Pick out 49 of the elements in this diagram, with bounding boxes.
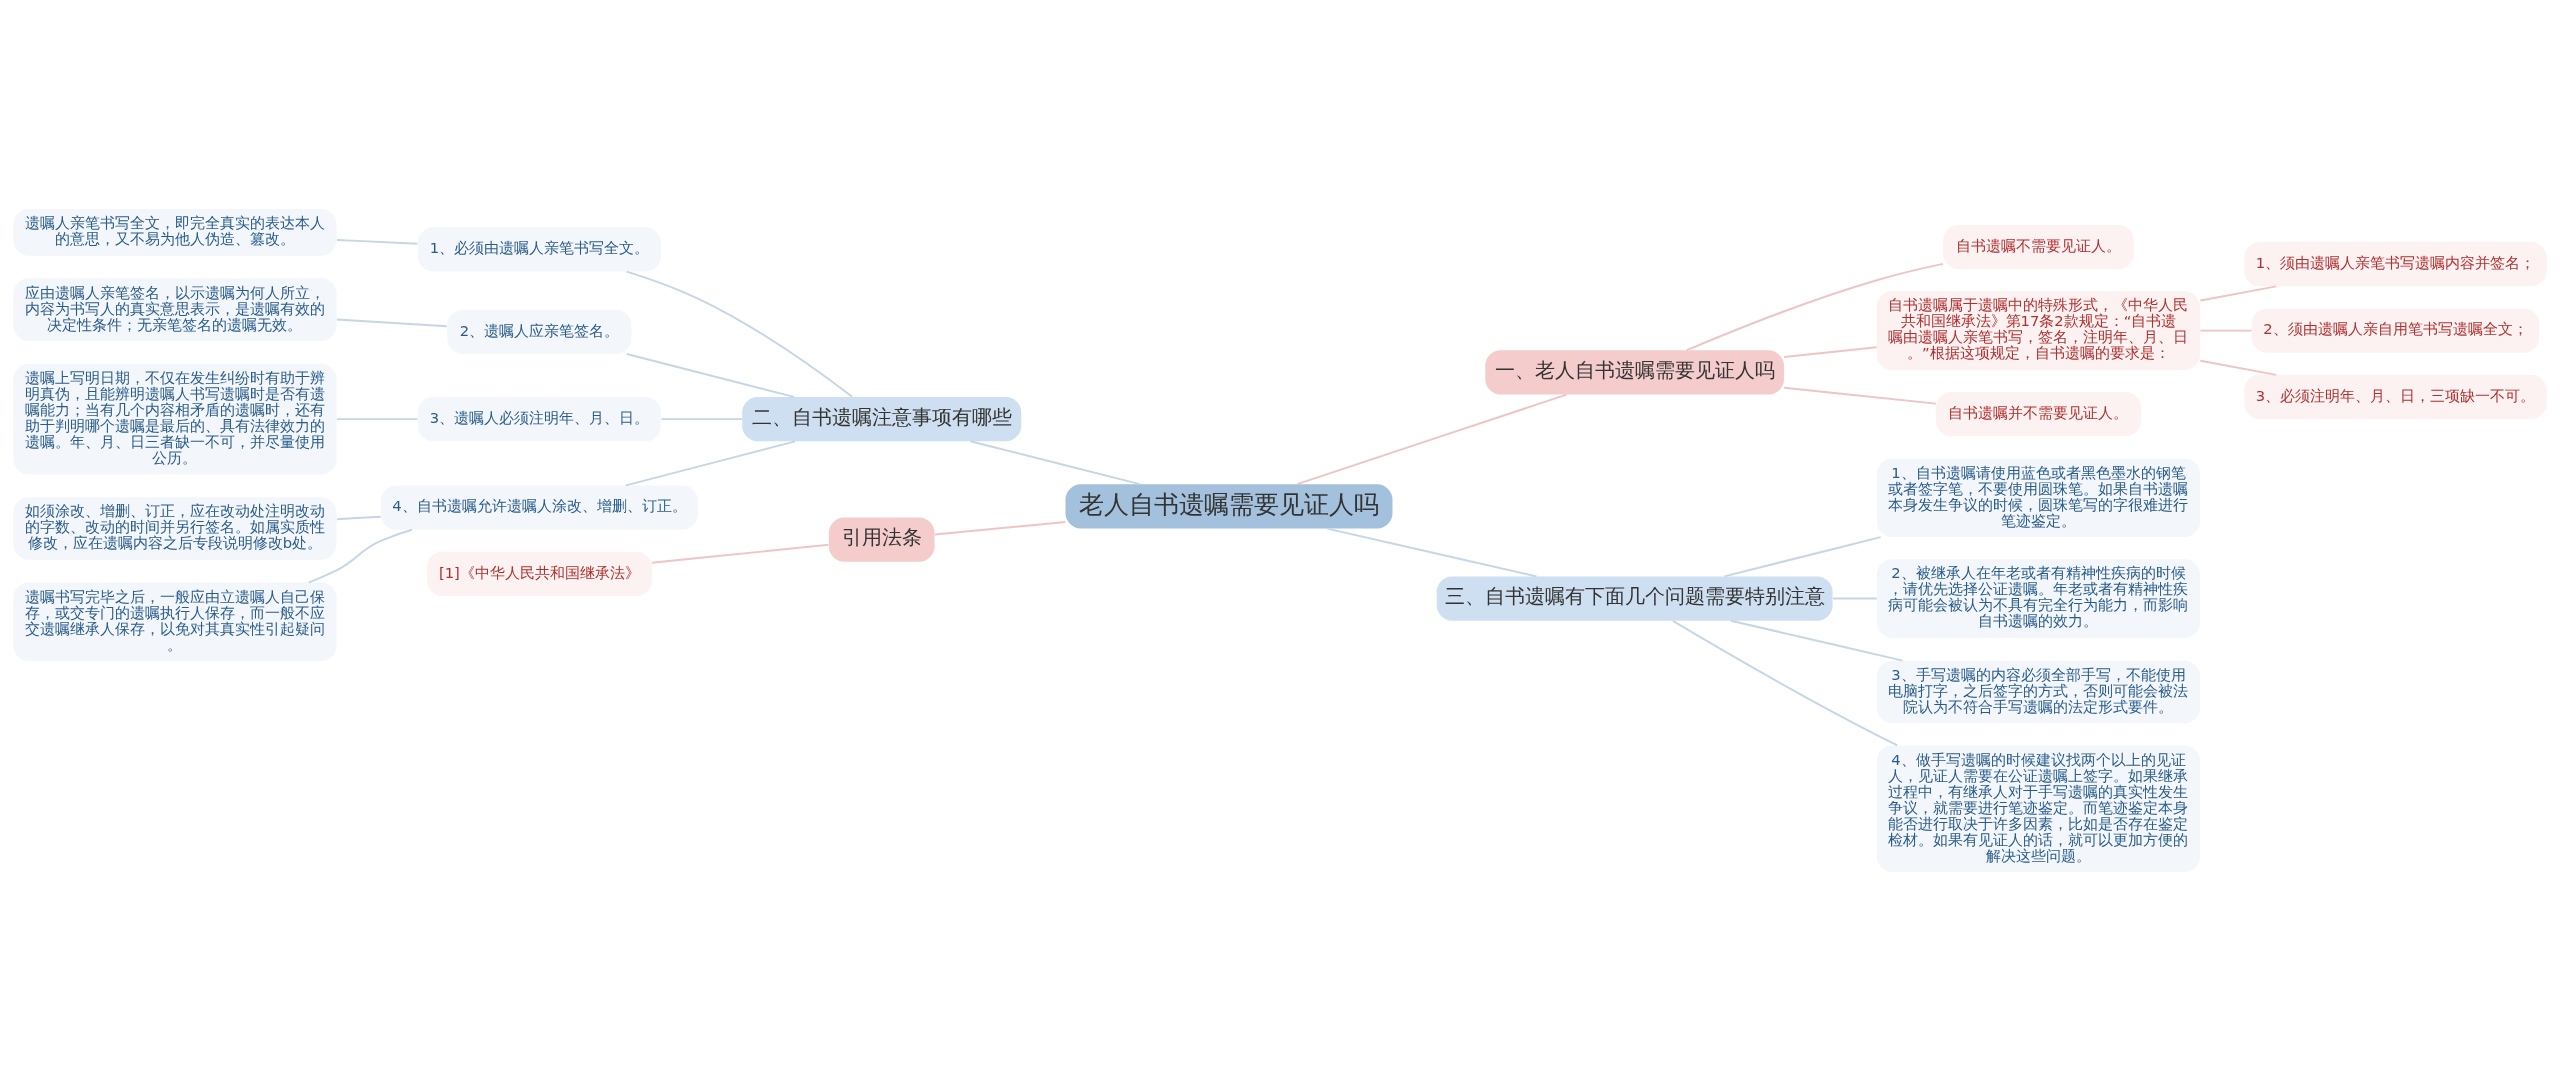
- connector: [933, 521, 1067, 536]
- connector: [336, 418, 419, 421]
- node-box: 自书遗嘱属于遗嘱中的特殊形式，《中华人民共和国继承法》第17条2款规定：“自书遗嘱由遗嘱人亲笔书写，签名，注明年、月、日。”根据这项规定，自书遗嘱的要求是：: [1876, 291, 2201, 370]
- node-box: 1、必须由遗嘱人亲笔书写全文。: [417, 227, 662, 272]
- node-box: 1、自书遗嘱请使用蓝色或者黑色墨水的钢笔或者签字笔，不要使用圆珠笔。如果自书遗嘱本身发生争议的时候，圆珠笔写的字很难进行笔迹鉴定。: [1876, 458, 2201, 538]
- connector: [1783, 346, 1878, 358]
- node-box: 4、做手写遗嘱的时候建议找两个以上的见证人，见证人需要在公证遗嘱上签字。如果继承过程中，有继承人对于手写遗嘱的真实性发生争议，就需要进行笔迹鉴定。而笔迹鉴定本身能否进行取决于许多因素，比如是否存在鉴定检材。如果有见证人的话，就可以更加方便的解决这些问题。: [1876, 745, 2201, 873]
- connector: [2199, 329, 2253, 332]
- node-box: 3、必须注明年、月、日，三项缺一不可。: [2244, 374, 2547, 420]
- connector: [1685, 262, 1944, 352]
- connector: [969, 440, 1141, 486]
- node-box: 4、自书遗嘱允许遗嘱人涂改、增删、订正。: [380, 485, 698, 530]
- connector: [1723, 536, 1882, 578]
- node-box: 一、老人自书遗嘱需要见证人吗: [1485, 350, 1784, 395]
- node-box: 3、遗嘱人必须注明年、月、日。: [417, 397, 662, 442]
- node-box: 自书遗嘱并不需要见证人。: [1935, 392, 2142, 437]
- node-box: 如须涂改、增删、订正，应在改动处注明改动的字数、改动的时间并另行签名。如属实质性修改，应在遗嘱内容之后专段说明修改b处。: [13, 497, 337, 560]
- connector: [1671, 619, 1899, 747]
- connector: [1832, 597, 1878, 600]
- node-box: 引用法条: [828, 517, 935, 562]
- node-box: 3、手写遗嘱的内容必须全部手写，不能使用电脑打字，之后签字的方式，否则可能会被法院认为不符合手写遗嘱的法定形式要件。: [1876, 660, 2201, 724]
- node-box: 三、自书遗嘱有下面几个问题需要特别注意: [1436, 576, 1833, 621]
- connector: [307, 528, 413, 584]
- node-box: 1、须由遗嘱人亲笔书写遗嘱内容并签名；: [2244, 242, 2547, 287]
- node-box: 遗嘱人亲笔书写全文，即完全真实的表达本人的意思，又不易为他人伪造、篡改。: [13, 208, 337, 256]
- node-box: 遗嘱上写明日期，不仅在发生纠纷时有助于辨明真伪，且能辨明遗嘱人书写遗嘱时是否有遗嘱能力；当有几个内容相矛盾的遗嘱时，还有助于判明哪个遗嘱是最后的、具有法律效力的遗嘱。年、月、日三者缺一不可，并尽量使用公历。: [13, 363, 337, 475]
- connector: [336, 515, 382, 521]
- connector: [336, 318, 448, 328]
- connector: [660, 418, 744, 421]
- node-box: 遗嘱书写完毕之后，一般应由立遗嘱人自己保存，或交专门的遗嘱执行人保存，而一般不应交遗嘱继承人保存，以免对其真实性引起疑问。: [13, 582, 337, 662]
- node-box: 老人自书遗嘱需要见证人吗: [1065, 484, 1393, 529]
- node-box: 2、被继承人在年老或者有精神性疾病的时候，请优先选择公证遗嘱。年老或者有精神性疾病可能会被认为不具有完全行为能力，而影响自书遗嘱的效力。: [1876, 559, 2201, 638]
- connector: [1783, 386, 1937, 405]
- node-box: 二、自书遗嘱注意事项有哪些: [742, 397, 1022, 442]
- connector: [2199, 359, 2278, 376]
- connector: [336, 238, 419, 245]
- connector: [625, 353, 795, 398]
- connector: [2199, 285, 2278, 302]
- node-box: [1]《中华人民共和国继承法》: [426, 551, 652, 597]
- connector: [624, 440, 797, 487]
- connector: [1326, 527, 1538, 578]
- connector: [625, 270, 854, 398]
- node-box: 应由遗嘱人亲笔签名，以示遗嘱为何人所立，内容为书写人的真实意思表示，是遗嘱有效的决定性条件；无亲笔签名的遗嘱无效。: [13, 278, 337, 342]
- node-box: 2、须由遗嘱人亲自用笔书写遗嘱全文；: [2251, 308, 2540, 353]
- connector: [1730, 619, 1904, 662]
- connector: [650, 543, 830, 564]
- connector: [1296, 393, 1568, 486]
- node-box: 自书遗嘱不需要见证人。: [1943, 224, 2134, 270]
- node-box: 2、遗嘱人应亲笔签名。: [447, 309, 632, 354]
